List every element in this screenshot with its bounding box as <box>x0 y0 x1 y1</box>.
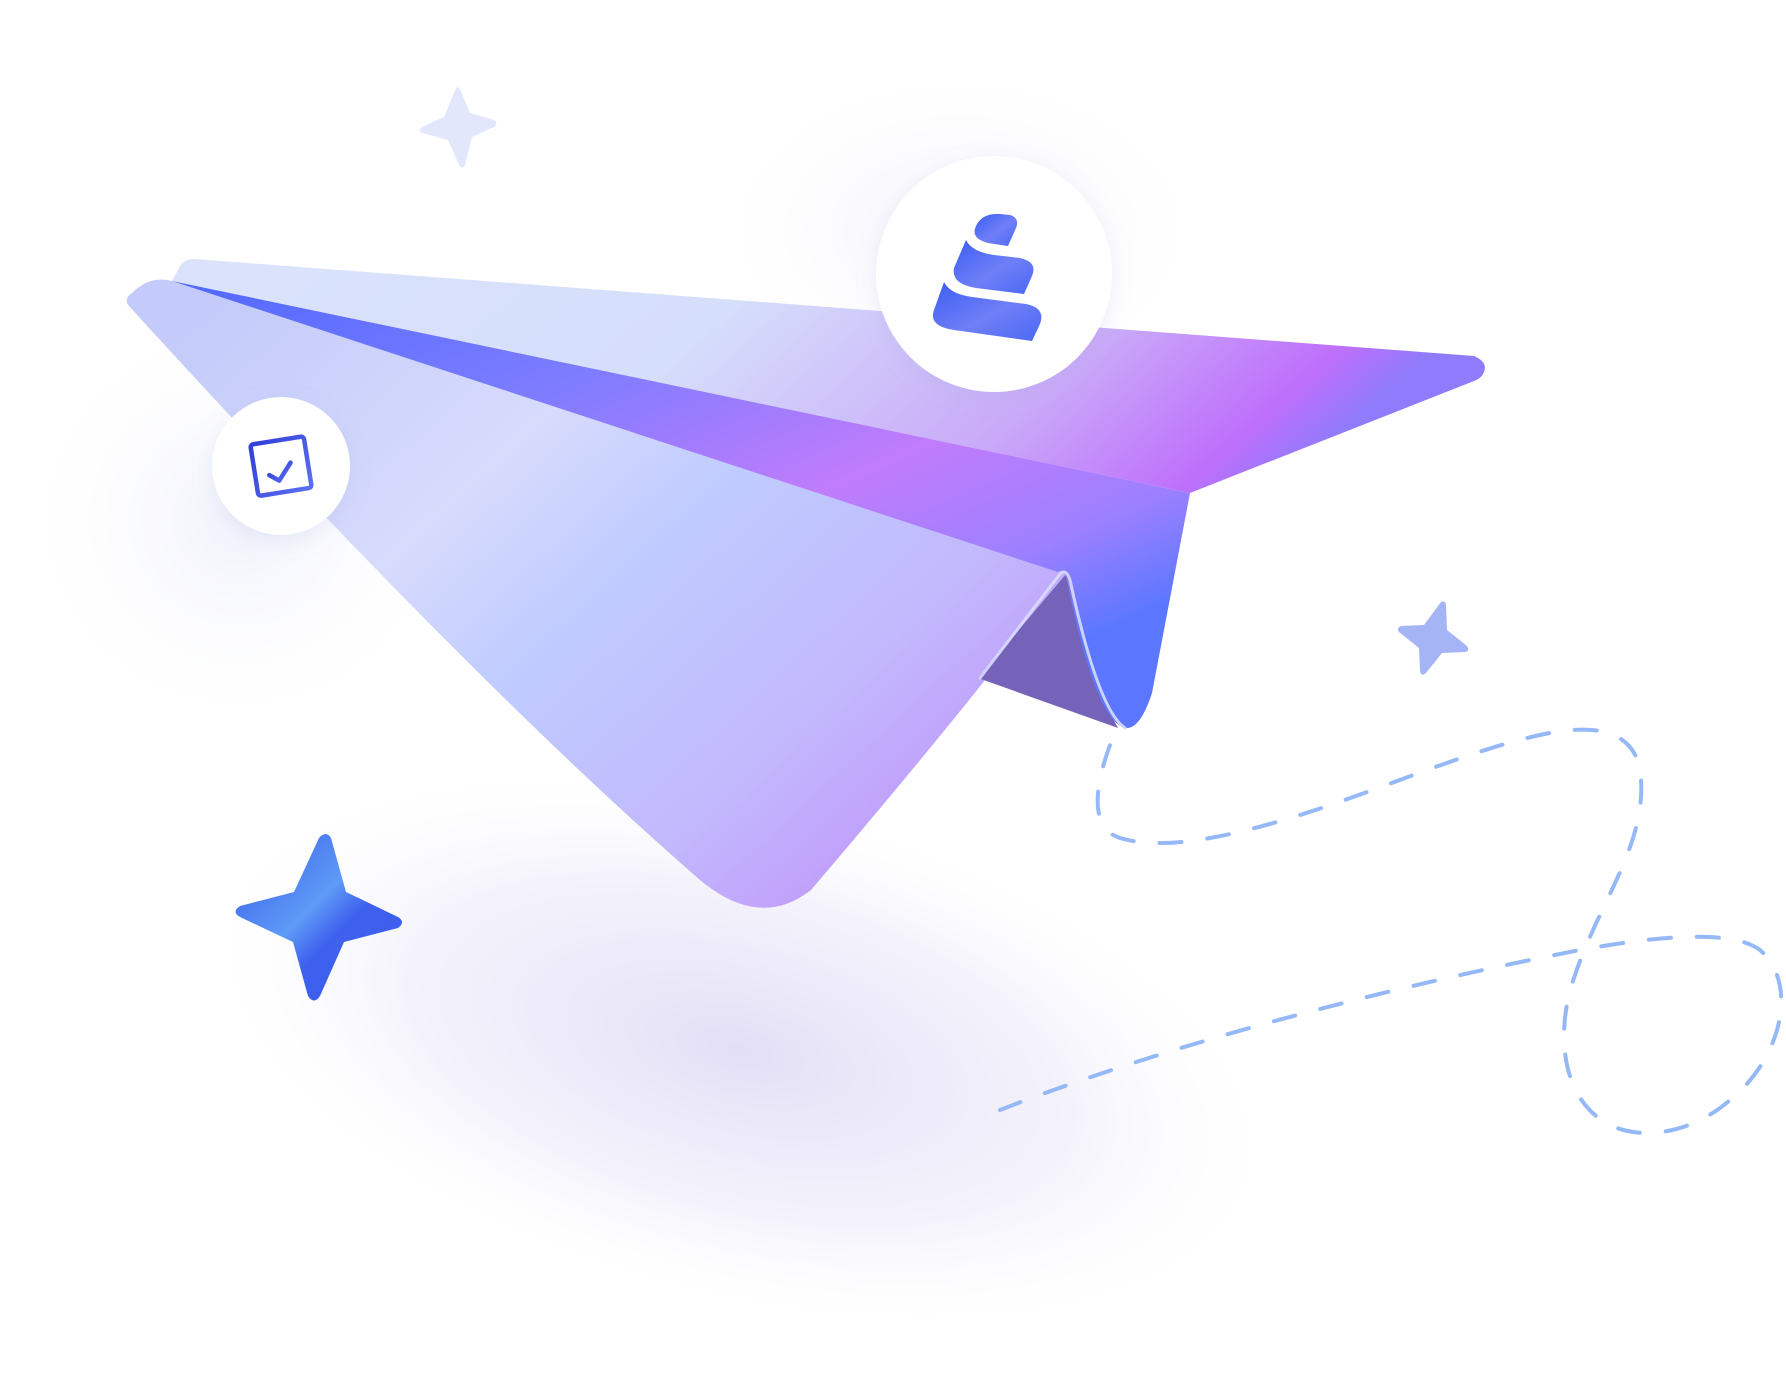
plane-fold-line <box>978 570 1127 730</box>
logo-icon <box>932 213 1042 341</box>
plane-keel <box>172 281 1190 729</box>
plane-lower-wing <box>126 279 1067 908</box>
sparkle-icon <box>235 834 402 1001</box>
sparkle-icon <box>1397 601 1469 675</box>
calendar-badge <box>212 397 350 535</box>
calendar-check-icon <box>248 429 314 498</box>
ground-shadow <box>193 763 1287 1337</box>
plane-top-wing <box>172 259 1485 493</box>
paper-plane <box>126 259 1485 908</box>
sparkle-icon <box>420 87 497 168</box>
plane-underside <box>978 573 1118 728</box>
flight-trail <box>998 727 1784 1135</box>
